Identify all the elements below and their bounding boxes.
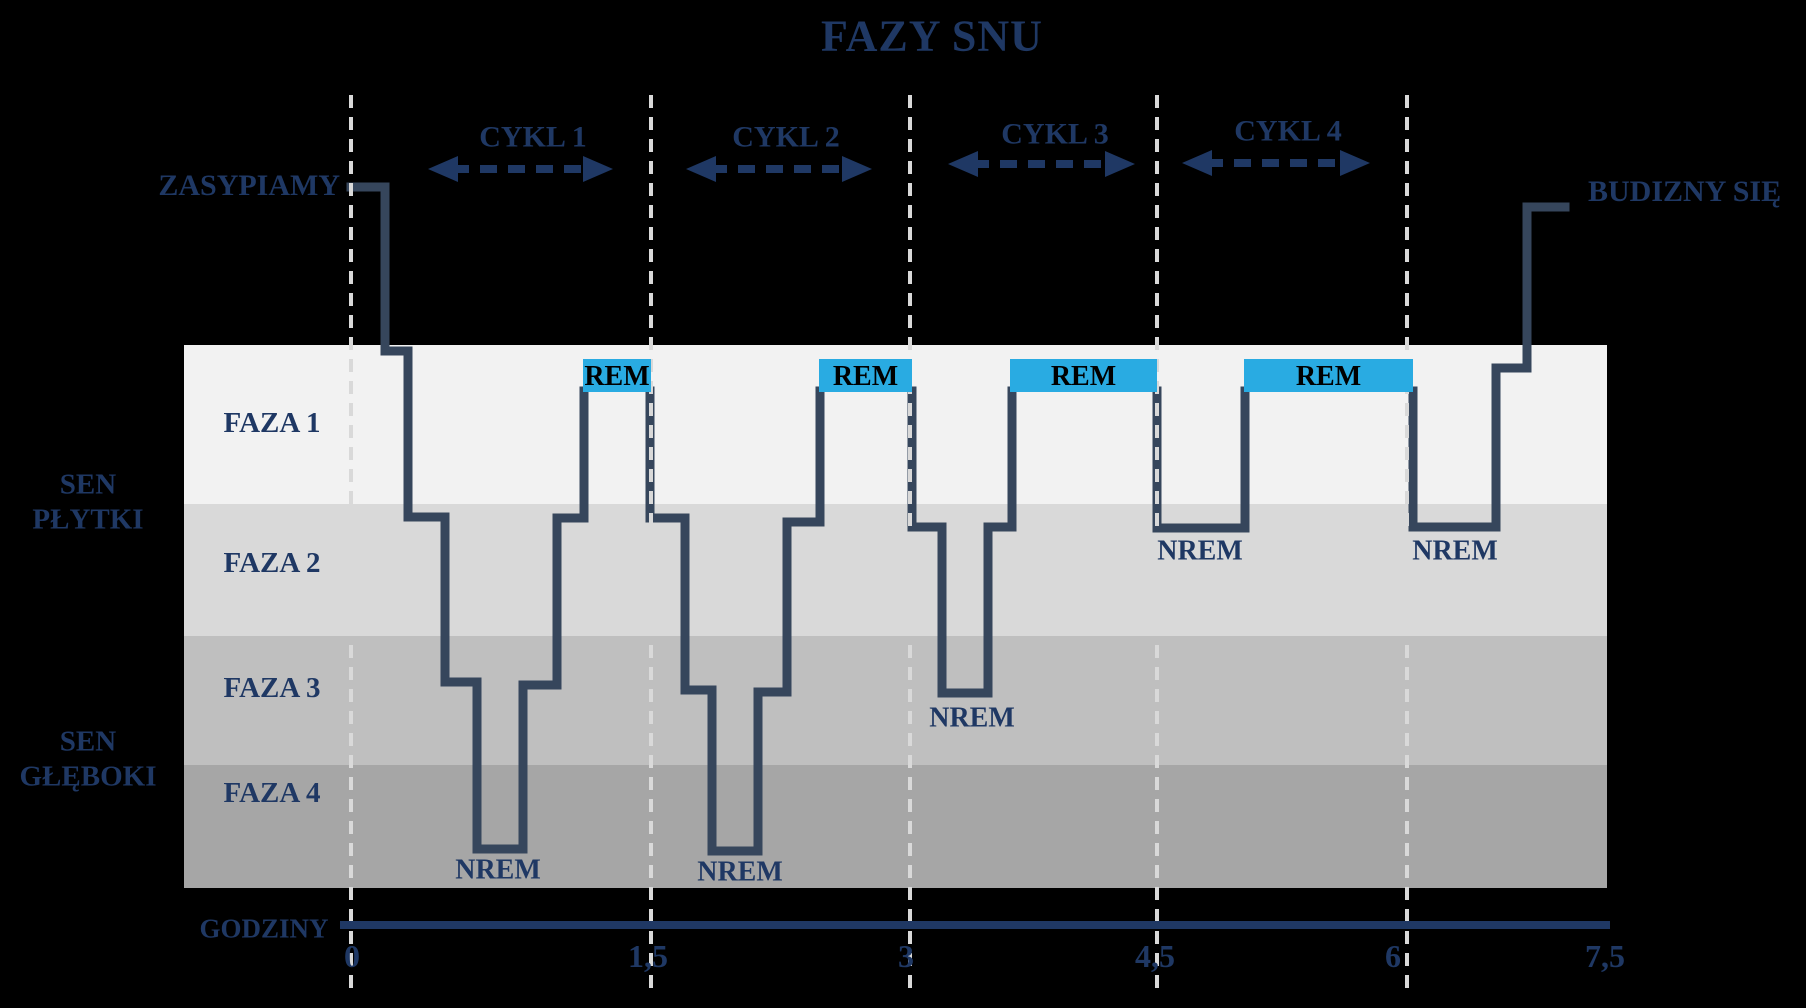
phase-band: [184, 504, 1607, 636]
phase-band-label: FAZA 3: [224, 672, 321, 704]
hours-axis-label: GODZINY: [199, 913, 329, 944]
nrem-label: NREM: [1157, 536, 1243, 567]
cycle-arrow-left-head: [428, 156, 458, 182]
x-axis-tick-label: 6: [1385, 938, 1401, 974]
rem-label: REM: [1296, 361, 1361, 392]
x-axis-line: [340, 921, 1610, 929]
cycle-arrow-right-head: [1340, 150, 1370, 176]
cycle-arrow-left-head: [948, 151, 978, 177]
x-axis-tick-label: 4,5: [1135, 938, 1175, 974]
rem-label: REM: [1051, 361, 1116, 392]
deep-sleep-label: SEN GŁĘBOKI: [19, 725, 157, 793]
hypnogram-line: [346, 182, 1570, 856]
cycle-label: CYKL 1: [479, 121, 587, 154]
phase-band: [184, 765, 1607, 888]
rem-box: [583, 359, 651, 392]
x-axis-tick-label: 3: [898, 938, 914, 974]
rem-label: REM: [584, 361, 649, 392]
rem-label: REM: [833, 361, 898, 392]
cycle-arrow-right-head: [842, 156, 872, 182]
cycle-label: CYKL 3: [1001, 118, 1109, 151]
shallow-sleep-label: SEN PŁYTKI: [32, 468, 144, 536]
phase-band-label: FAZA 1: [224, 407, 321, 439]
page-title: FAZY SNU: [821, 11, 1043, 61]
rem-box: [819, 359, 912, 392]
nrem-label: NREM: [929, 703, 1015, 734]
x-axis-tick-label: 0: [344, 938, 360, 974]
fall-asleep-label: ZASYPIAMY: [158, 169, 340, 202]
nrem-label: NREM: [1412, 536, 1498, 567]
cycle-arrow-right-head: [1105, 151, 1135, 177]
phase-band-label: FAZA 2: [224, 547, 321, 579]
rem-box: [1244, 359, 1413, 392]
cycle-arrow-left-head: [1182, 150, 1212, 176]
cycle-arrow-left-head: [686, 156, 716, 182]
x-axis-tick-label: 1,5: [628, 938, 668, 974]
cycle-label: CYKL 2: [732, 121, 840, 154]
nrem-label: NREM: [697, 857, 783, 888]
nrem-label: NREM: [455, 855, 541, 886]
phase-band: [184, 636, 1607, 765]
rem-box: [1010, 359, 1157, 392]
cycle-label: CYKL 4: [1234, 115, 1342, 148]
phase-band-label: FAZA 4: [224, 777, 321, 809]
x-axis-tick-label: 7,5: [1585, 938, 1625, 974]
cycle-arrow-right-head: [583, 156, 613, 182]
wake-up-label: BUDIZNY SIĘ: [1588, 175, 1782, 208]
